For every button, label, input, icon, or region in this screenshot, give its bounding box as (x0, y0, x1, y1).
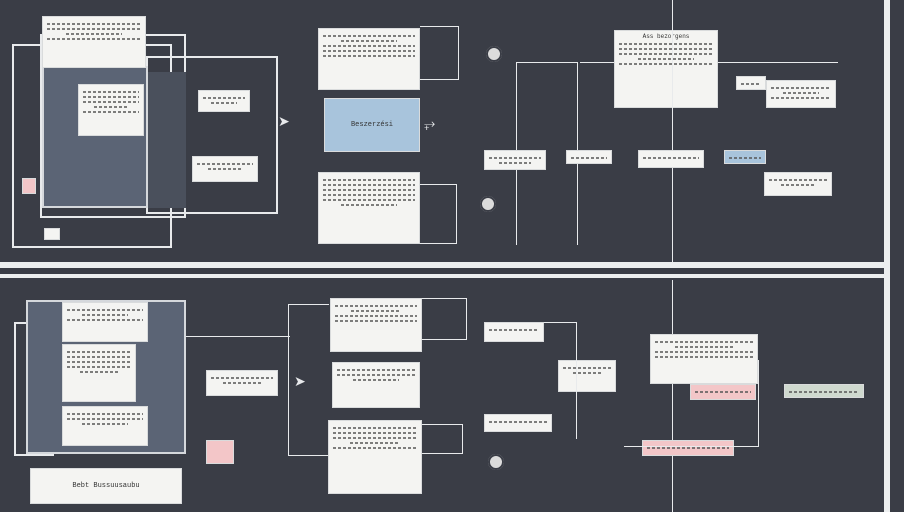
bottom-right-main-node (650, 334, 758, 384)
bottom-right-line (544, 322, 577, 439)
right-side-node-2 (766, 80, 836, 108)
bottom-conn-1 (186, 336, 290, 337)
mid-node-a (484, 150, 546, 170)
bottom-center-node-3 (328, 420, 422, 494)
device-content-node (78, 84, 144, 136)
marker-node (22, 178, 36, 194)
bottom-node-2 (62, 344, 136, 402)
device-side (148, 72, 186, 208)
bottom-right-node-3 (558, 360, 616, 392)
center-blue-label: Beszerzési (350, 121, 393, 129)
bottom-bracket-2 (422, 298, 467, 340)
small-label-node-1 (198, 90, 250, 112)
bottom-center-node-2 (332, 362, 420, 408)
right-vertical (672, 0, 673, 262)
bottom-footer-label: Bebt Bussuusaubu (72, 482, 140, 490)
device-header-node (42, 16, 146, 68)
bottom-center-node-1 (330, 298, 422, 352)
bottom-node-1 (62, 302, 148, 342)
bottom-right-node-2 (484, 414, 552, 432)
right-line (580, 62, 614, 63)
right-side-node-1 (736, 76, 766, 90)
divider-rail (0, 262, 890, 268)
bottom-right-green (784, 384, 864, 398)
divider-rail-lower (0, 274, 890, 278)
swirl-icon (480, 196, 496, 212)
mid-node-e (764, 172, 832, 196)
bottom-right-pink-2 (642, 440, 734, 456)
center-top-node (318, 28, 420, 90)
bottom-right-node-1 (484, 322, 544, 342)
bottom-label-node (206, 370, 278, 396)
center-blue-node: Beszerzési (324, 98, 420, 152)
bottom-marker (206, 440, 234, 464)
bottom-bracket-3 (422, 424, 463, 454)
arrow-right-icon: ➤ (278, 113, 290, 129)
bracket-1 (420, 26, 459, 80)
arrow-right-icon: ➤ (294, 373, 306, 389)
small-label-node-2 (192, 156, 258, 182)
bottom-bracket (288, 304, 329, 456)
swirl-icon (486, 46, 502, 62)
bottom-node-3 (62, 406, 148, 446)
center-bottom-node (318, 172, 420, 244)
bottom-right-bracket (624, 360, 759, 447)
bottom-right-pink-1 (690, 384, 756, 400)
small-tag-node (44, 228, 60, 240)
right-rail (884, 0, 890, 512)
mid-node-b (566, 150, 612, 164)
mid-node-c (638, 150, 704, 168)
mid-node-d (724, 150, 766, 164)
squiggle-icon: ⥅ (424, 115, 436, 131)
swirl-icon (488, 454, 504, 470)
bracket-2 (420, 184, 457, 244)
right-title-node: Ass bezorgens (614, 30, 718, 108)
bottom-footer-node: Bebt Bussuusaubu (30, 468, 182, 504)
bottom-vertical (672, 280, 673, 512)
right-long-line (718, 62, 838, 63)
